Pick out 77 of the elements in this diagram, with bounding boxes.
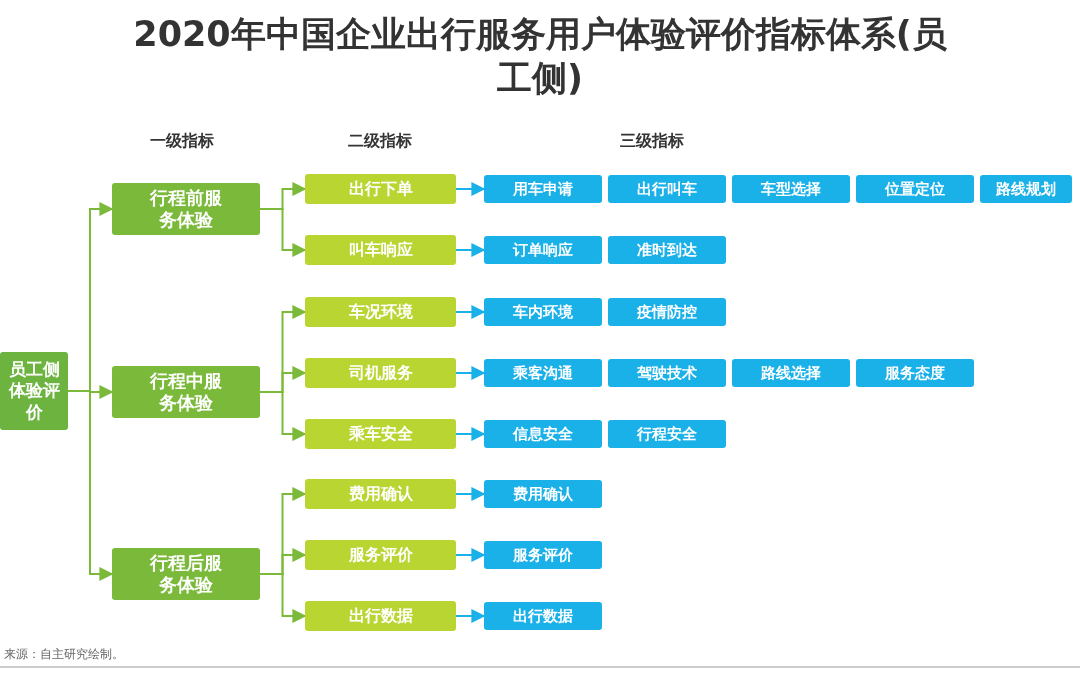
indicator-box: [608, 236, 726, 264]
arrow: [455, 427, 486, 441]
indicator-box: [484, 359, 602, 387]
arrow: [455, 182, 486, 196]
node-label: 路线选择: [761, 363, 821, 383]
subcategory-box: [305, 540, 456, 570]
node-label: 出行数据: [513, 606, 573, 626]
node-label: 行程后服务体验: [148, 551, 223, 597]
arrow: [259, 208, 307, 257]
indicator-box: [732, 359, 850, 387]
node-label: 行程前服务体验: [148, 186, 223, 232]
arrow: [455, 548, 486, 562]
indicator-box: [608, 420, 726, 448]
indicator-box: [484, 541, 602, 569]
node-label: 服务评价: [348, 545, 413, 565]
subcategory-box: [305, 479, 456, 509]
node-label: 行程中服务体验: [148, 369, 223, 415]
node-label: 驾驶技术: [637, 363, 697, 383]
node-label: 费用确认: [348, 484, 413, 504]
indicator-box: [484, 236, 602, 264]
node-label: 出行叫车: [637, 179, 697, 199]
node-label: 费用确认: [513, 484, 573, 504]
node-label: 路线规划: [996, 179, 1056, 199]
subcategory-box: [305, 601, 456, 631]
arrow: [455, 305, 486, 319]
arrow: [455, 609, 486, 623]
indicator-box: [484, 480, 602, 508]
indicator-box: [484, 602, 602, 630]
node-label: 服务态度: [885, 363, 945, 383]
subcategory-box: [305, 174, 456, 204]
subcategory-box: [305, 235, 456, 265]
node-label: 疫情防控: [637, 302, 697, 322]
node-label: 出行下单: [348, 179, 413, 199]
node-label: 位置定位: [885, 179, 945, 199]
arrow: [455, 366, 486, 380]
indicator-box: [608, 175, 726, 203]
node-label: 行程安全: [637, 424, 697, 444]
node-label: 叫车响应: [348, 240, 413, 260]
node-label: 员工侧体验评价: [8, 359, 60, 423]
indicator-box: [732, 175, 850, 203]
node-label: 车内环境: [513, 302, 573, 322]
node-label: 用车申请: [513, 179, 573, 199]
indicator-box: [608, 298, 726, 326]
arrow: [455, 243, 486, 257]
node-label: 车型选择: [761, 179, 821, 199]
indicator-box: [856, 359, 974, 387]
node-label: 信息安全: [513, 424, 573, 444]
source-note: 来源：自主研究绘制。: [4, 646, 124, 663]
indicator-box: [608, 359, 726, 387]
column-header: 一级指标: [150, 131, 214, 152]
node-label: 乘客沟通: [513, 363, 573, 383]
subcategory-box: [305, 358, 456, 388]
indicator-box: [484, 420, 602, 448]
category-box: [112, 366, 260, 418]
node-label: 司机服务: [348, 363, 413, 383]
arrow: [259, 573, 307, 623]
node-label: 准时到达: [637, 240, 697, 260]
indicator-box: [856, 175, 974, 203]
node-label: 乘车安全: [348, 424, 413, 444]
column-header: 二级指标: [348, 131, 412, 152]
node-label: 服务评价: [513, 545, 573, 565]
root-box: [0, 352, 68, 430]
node-label: 车况环境: [348, 302, 413, 322]
category-box: [112, 548, 260, 600]
title: 2020年中国企业出行服务用户体验评价指标体系(员工侧): [132, 13, 948, 100]
subcategory-box: [305, 297, 456, 327]
indicator-box: [484, 298, 602, 326]
indicator-box: [980, 175, 1072, 203]
arrow: [259, 391, 307, 441]
arrow: [67, 390, 114, 581]
column-header: 三级指标: [620, 131, 684, 152]
category-box: [112, 183, 260, 235]
node-label: 订单响应: [513, 240, 573, 260]
arrow: [455, 487, 486, 501]
node-label: 出行数据: [348, 606, 413, 626]
subcategory-box: [305, 419, 456, 449]
indicator-box: [484, 175, 602, 203]
